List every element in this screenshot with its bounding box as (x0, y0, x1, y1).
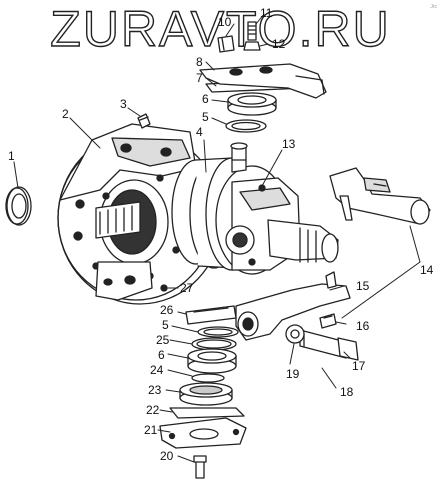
callout-24: 24 (150, 363, 164, 377)
callout-10: 10 (218, 15, 232, 29)
callout-8: 8 (196, 55, 203, 69)
callout-16: 16 (356, 319, 370, 333)
callout-1: 1 (8, 149, 15, 163)
callout-6-upper: 6 (202, 92, 209, 106)
part-20-bolt (193, 455, 207, 479)
callout-3: 3 (120, 97, 127, 111)
callout-20: 20 (160, 449, 174, 463)
callout-26: 26 (160, 303, 174, 317)
part-3-bolt (137, 113, 151, 129)
part-11-bolt (247, 21, 257, 41)
callout-18: 18 (340, 385, 354, 399)
part-6-bearing-upper (227, 92, 277, 116)
callout-4: 4 (196, 125, 203, 139)
callout-21: 21 (144, 423, 158, 437)
part-27-pin (160, 284, 168, 292)
part-16-bolt (319, 313, 337, 329)
part-19-bushing (285, 324, 305, 344)
part-15-lower-arm (235, 271, 351, 341)
part-26-seal (185, 305, 237, 325)
callout-25: 25 (156, 333, 170, 347)
part-23-bearing (179, 382, 233, 406)
part-10-washer (217, 35, 235, 53)
callout-23: 23 (148, 383, 162, 397)
callout-7: 7 (196, 71, 203, 85)
part-5-ring-upper (225, 119, 267, 133)
callout-5-lower: 5 (162, 318, 169, 332)
part-12-nut (243, 41, 261, 51)
callout-27: 27 (180, 281, 194, 295)
part-22-plate (169, 407, 245, 419)
callout-19: 19 (286, 367, 300, 381)
part-24-snap-ring (191, 373, 225, 383)
callout-2: 2 (62, 107, 69, 121)
callout-13: 13 (282, 137, 296, 151)
callout-5-upper: 5 (202, 110, 209, 124)
part-13-knuckle-casing (225, 177, 339, 271)
part-21-cover (159, 417, 247, 449)
part-1-seal-ring (5, 186, 32, 226)
callout-12: 12 (272, 37, 286, 51)
callout-11: 11 (260, 6, 273, 20)
corner-mark: Jrc (430, 4, 437, 10)
callout-6-lower: 6 (158, 348, 165, 362)
part-17-large-bolt (299, 329, 359, 361)
part-6-bearing-lower (187, 348, 237, 374)
callout-17: 17 (352, 359, 366, 373)
callout-15: 15 (356, 279, 370, 293)
part-5-ring-lower (197, 326, 239, 338)
part-8-upper-lever (199, 63, 327, 99)
part-14-tie-rod (329, 167, 431, 225)
callout-22: 22 (146, 403, 160, 417)
leader-lines (13, 13, 421, 463)
callout-14: 14 (420, 263, 434, 277)
